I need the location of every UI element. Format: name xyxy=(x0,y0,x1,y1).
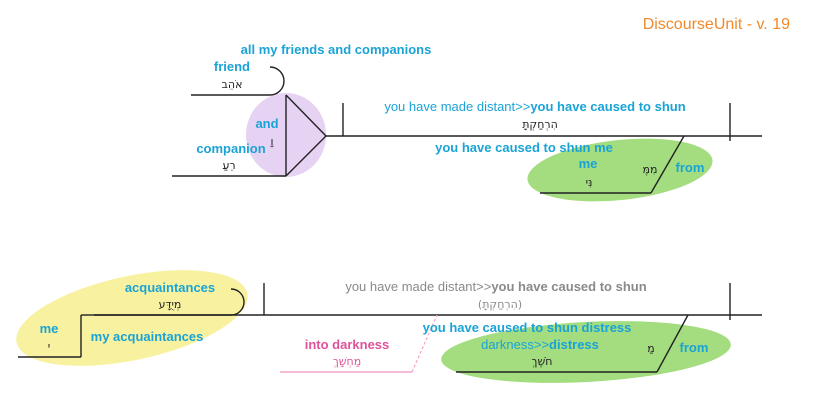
into-darkness-gloss: into darkness xyxy=(305,337,390,352)
acquaintances-hebrew: מְיֻדָּע xyxy=(159,298,182,311)
preposition-slant xyxy=(650,135,685,194)
bottom-verb-gloss: you have made distant>>you have caused t… xyxy=(345,279,646,294)
acquaintances-highlight xyxy=(16,270,248,366)
my-acquaintances-label: my acquaintances xyxy=(91,329,204,344)
friend-hebrew: אֹהֵב xyxy=(222,78,243,91)
bottom-preposition-slant xyxy=(656,314,689,373)
caused-to-shun-me-label: you have caused to shun me xyxy=(435,140,613,155)
from-hebrew: מִמֶּ xyxy=(643,163,658,176)
bottom-from-gloss: from xyxy=(680,340,709,355)
companion-gloss: companion xyxy=(196,141,265,156)
into-darkness-hebrew: מַחְשָׁךְ xyxy=(333,355,361,368)
bottom-verb-hebrew: (הִרְחַקְתָּ) xyxy=(478,298,522,311)
compound-label: all my friends and companions xyxy=(241,42,432,57)
bottom-me-gloss: me xyxy=(40,321,59,336)
friend-gloss: friend xyxy=(214,59,250,74)
conjunction-hebrew: וָ xyxy=(269,135,274,148)
bottom-from-hebrew: מַ xyxy=(647,342,654,355)
companion-hebrew: רֵעַ xyxy=(222,159,235,172)
friend-line xyxy=(191,66,285,96)
into-darkness-connector xyxy=(411,314,438,373)
darkness-hebrew: חֹשֶׁךְ xyxy=(532,355,553,368)
conjunction-gloss: and xyxy=(255,116,278,131)
bottom-me-hebrew: י xyxy=(48,340,50,353)
from-gloss: from xyxy=(676,160,705,175)
darkness-gloss: darkness>>distress xyxy=(481,337,599,352)
top-verb-hebrew: הִרְחַקְתָּ xyxy=(522,118,558,131)
diagram-title: DiscourseUnit - v. 19 xyxy=(643,16,790,33)
bottom-diagram-lines xyxy=(18,283,762,373)
prepositional-phrase-highlight xyxy=(527,138,713,202)
top-verb-gloss: you have made distant>>you have caused t… xyxy=(384,99,685,114)
darkness-phrase-highlight xyxy=(441,321,731,383)
top-diagram-lines xyxy=(172,66,762,194)
caused-to-shun-distress-label: you have caused to shun distress xyxy=(423,320,632,335)
me-gloss: me xyxy=(579,156,598,171)
me-hebrew: נִּי xyxy=(586,176,593,189)
acquaintances-gloss: acquaintances xyxy=(125,280,215,295)
